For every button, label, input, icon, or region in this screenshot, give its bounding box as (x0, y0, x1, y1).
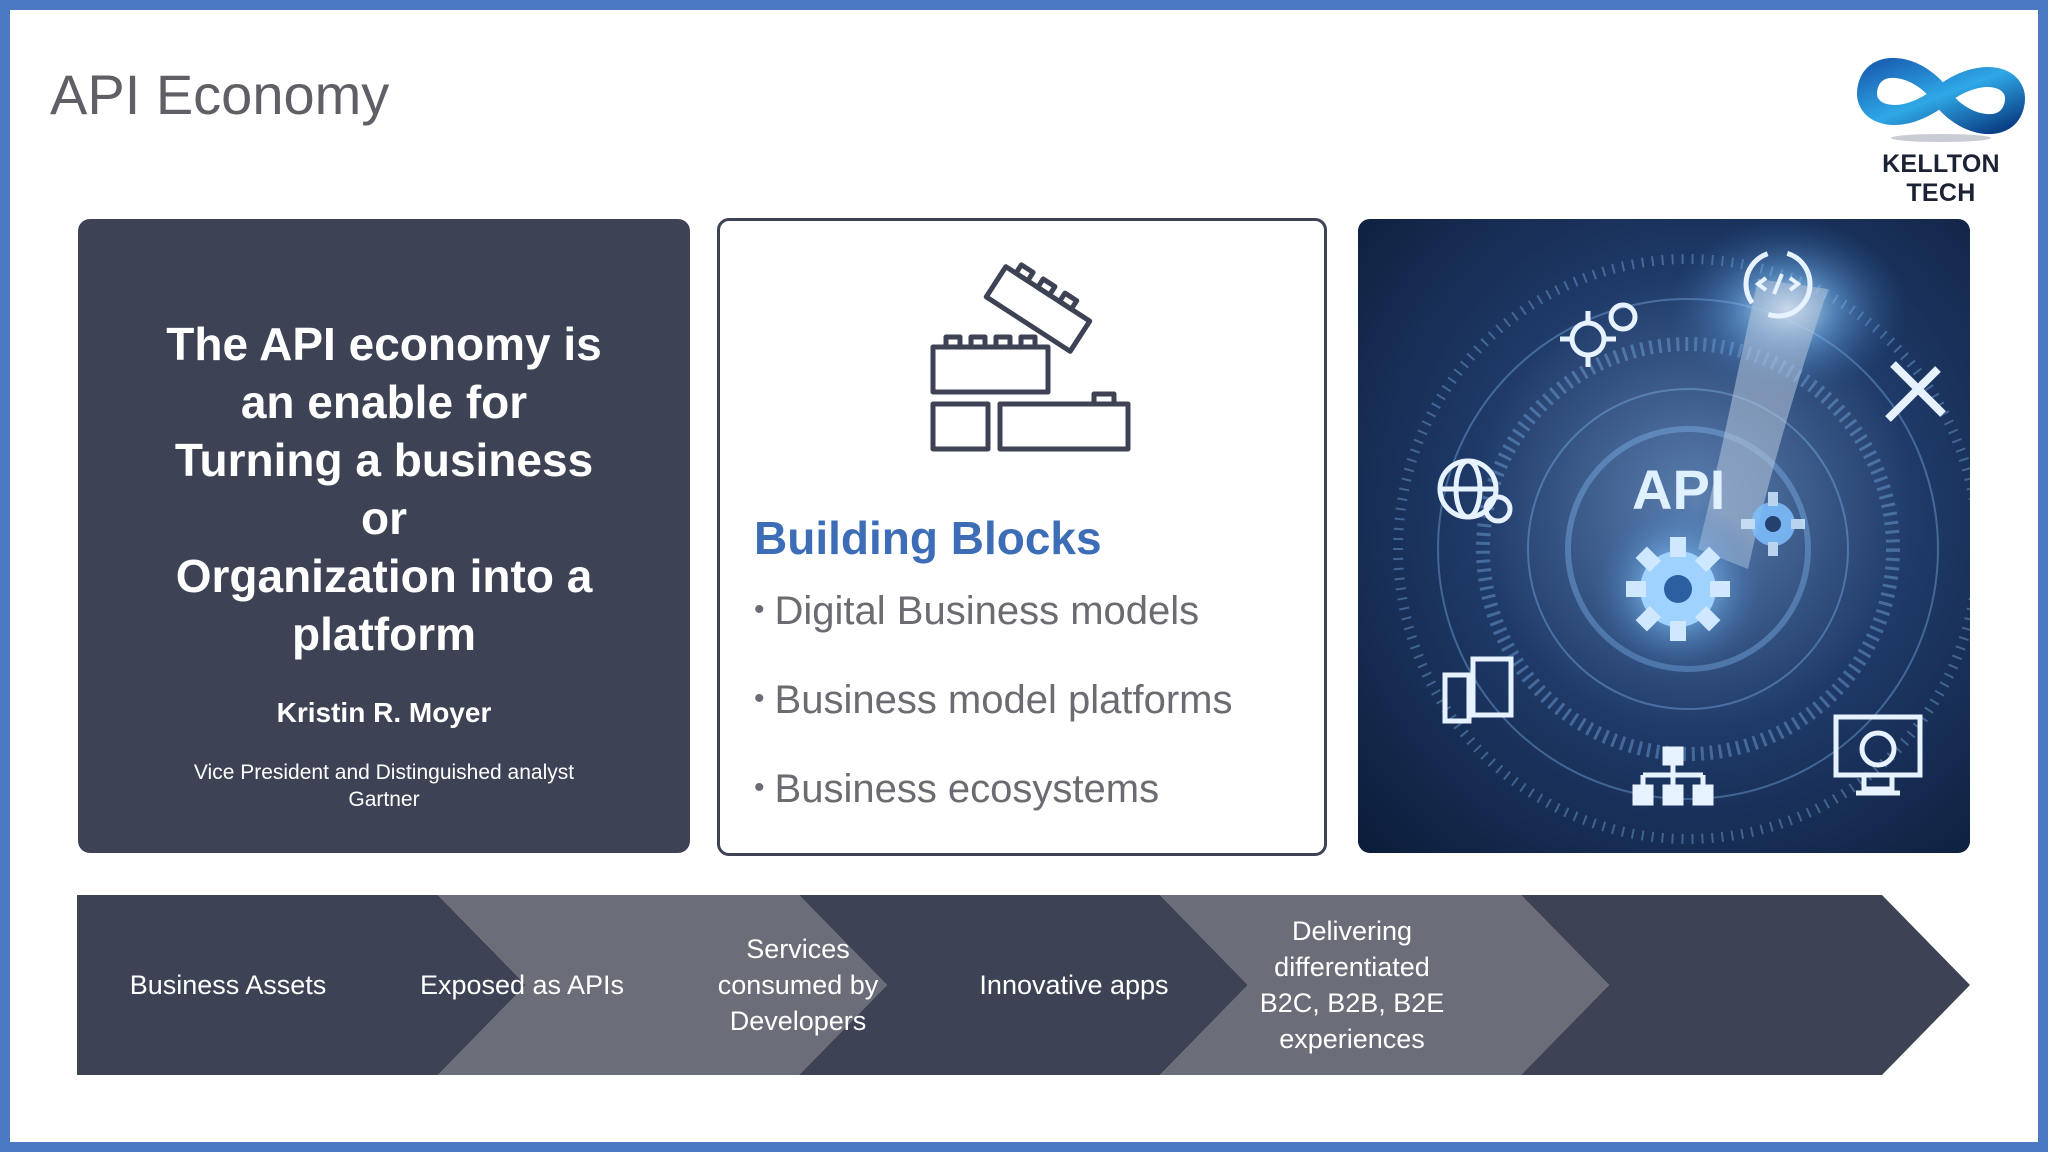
hierarchy-icon (1632, 746, 1714, 806)
list-item-label: Business model platforms (774, 678, 1233, 722)
slide: API Economy KELLTON TECH The API economy… (10, 10, 2038, 1142)
building-blocks-icon (930, 262, 1131, 452)
list-item: • Business model platforms (754, 678, 1232, 767)
process-step-line: Innovative apps (979, 970, 1169, 1000)
quote-line: The API economy is (166, 318, 602, 370)
quote-line: Turning a business (174, 434, 594, 486)
building-blocks-heading: Building Blocks (754, 512, 1102, 564)
logo-wordmark: KELLTON TECH (1882, 150, 2000, 207)
quote-line: an enable for (240, 376, 528, 428)
quote-author-role: Vice President and Distinguished analyst… (78, 759, 690, 813)
process-step-label: Business Assets (88, 895, 368, 1075)
api-overlay-text: API (1632, 458, 1725, 521)
process-step-arrow (77, 895, 526, 1075)
process-step-arrow (438, 895, 887, 1075)
process-step-text: Services consumed by Developers (718, 931, 879, 1039)
process-step-line: B2C, B2B, B2E (1259, 988, 1445, 1018)
devices-icon (1442, 656, 1514, 724)
process-step-text: Exposed as APIs (420, 967, 624, 1003)
process-step-label: Services consumed by Developers (658, 895, 938, 1075)
quote-line: platform (292, 608, 476, 660)
process-step-arrow (1521, 895, 1970, 1075)
process-flow-arrows (77, 895, 1970, 1075)
slide-title: API Economy (50, 63, 390, 126)
process-step-arrow (799, 895, 1248, 1075)
quote-author: Kristin R. Moyer (276, 697, 492, 728)
infinity-logo-icon (1857, 58, 2025, 142)
api-hero-image: API (1358, 219, 1970, 853)
process-step-line: Developers (729, 1006, 867, 1036)
globe-gear-icon (1437, 458, 1513, 524)
process-step-label: Innovative apps (934, 895, 1214, 1075)
list-item-label: Business ecosystems (774, 767, 1160, 811)
gear-icon (1626, 537, 1730, 641)
process-step-line: consumed by (717, 970, 879, 1000)
list-item-label: Digital Business models (774, 589, 1200, 633)
bullet-icon: • (754, 682, 765, 715)
process-step-label: Exposed as APIs (382, 895, 662, 1075)
bullet-icon: • (754, 771, 765, 804)
author-company: Gartner (348, 788, 420, 811)
building-blocks-card: Building Blocks • Digital Business models… (717, 218, 1327, 856)
process-step-line: Services (746, 934, 850, 964)
process-step-arrow (1160, 895, 1609, 1075)
code-sync-icon (1743, 249, 1813, 319)
process-step-text: Innovative apps (979, 967, 1168, 1003)
gears-icon (1560, 302, 1638, 367)
bullet-icon: • (754, 593, 765, 626)
process-step-line: experiences (1279, 1024, 1425, 1054)
api-illustration: API (1358, 219, 1970, 853)
process-step-line: Business Assets (129, 970, 327, 1000)
quote-line: or (361, 492, 407, 544)
author-title: Vice President and Distinguished analyst (193, 761, 575, 784)
process-step-line: Delivering (1291, 916, 1413, 946)
process-step-line: Exposed as APIs (419, 970, 625, 1000)
list-item: • Business ecosystems (754, 767, 1232, 856)
company-logo: KELLTON TECH (1846, 46, 2036, 207)
list-item: • Digital Business models (754, 589, 1232, 678)
quote-text: The API economy is an enable for Turning… (98, 315, 670, 663)
wrench-icon (1885, 361, 1946, 422)
quote-card: The API economy is an enable for Turning… (78, 219, 690, 853)
process-step-line: differentiated (1274, 952, 1430, 982)
building-blocks-list: • Digital Business models • Business model… (754, 589, 1232, 856)
monitor-icon (1833, 714, 1923, 796)
quote-line: Organization into a (175, 550, 593, 602)
process-flow: Business Assets Exposed as APIs Services co… (77, 895, 1977, 1075)
process-step-text: Business Assets (130, 967, 327, 1003)
